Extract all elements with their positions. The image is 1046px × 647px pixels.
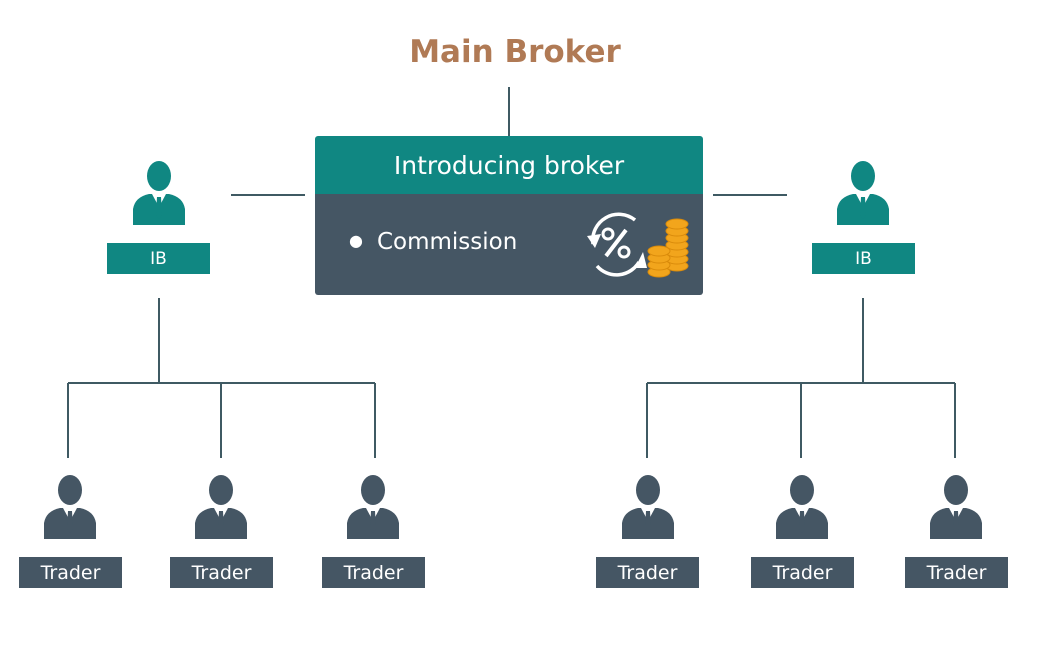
trader-left-2-businessman-icon — [195, 475, 247, 539]
trader-right-3-label: Trader — [905, 557, 1008, 588]
trader-left-3-label: Trader — [322, 557, 425, 588]
diagram-title: Main Broker — [409, 34, 621, 70]
ib-left-label: IB — [107, 243, 210, 274]
introducing-broker-header: Introducing broker — [315, 136, 703, 194]
introducing-broker-box: Introducing broker ● Commission — [315, 136, 703, 295]
trader-left-1-label: Trader — [19, 557, 122, 588]
trader-left-2-label: Trader — [170, 557, 273, 588]
ib-left-businessman-icon — [133, 161, 185, 225]
trader-right-3-businessman-icon — [930, 475, 982, 539]
percent-cycle-coins-icon — [587, 212, 689, 278]
commission-item: ● Commission — [349, 229, 517, 255]
ib-right-businessman-icon — [837, 161, 889, 225]
trader-left-3-businessman-icon — [347, 475, 399, 539]
bullet-icon: ● — [349, 231, 363, 250]
ib-right-label: IB — [812, 243, 915, 274]
commission-label: Commission — [376, 229, 518, 255]
trader-right-1-businessman-icon — [622, 475, 674, 539]
trader-right-2-label: Trader — [751, 557, 854, 588]
introducing-broker-body: ● Commission — [315, 194, 703, 295]
trader-right-1-label: Trader — [596, 557, 699, 588]
trader-right-2-businessman-icon — [776, 475, 828, 539]
trader-left-1-businessman-icon — [44, 475, 96, 539]
